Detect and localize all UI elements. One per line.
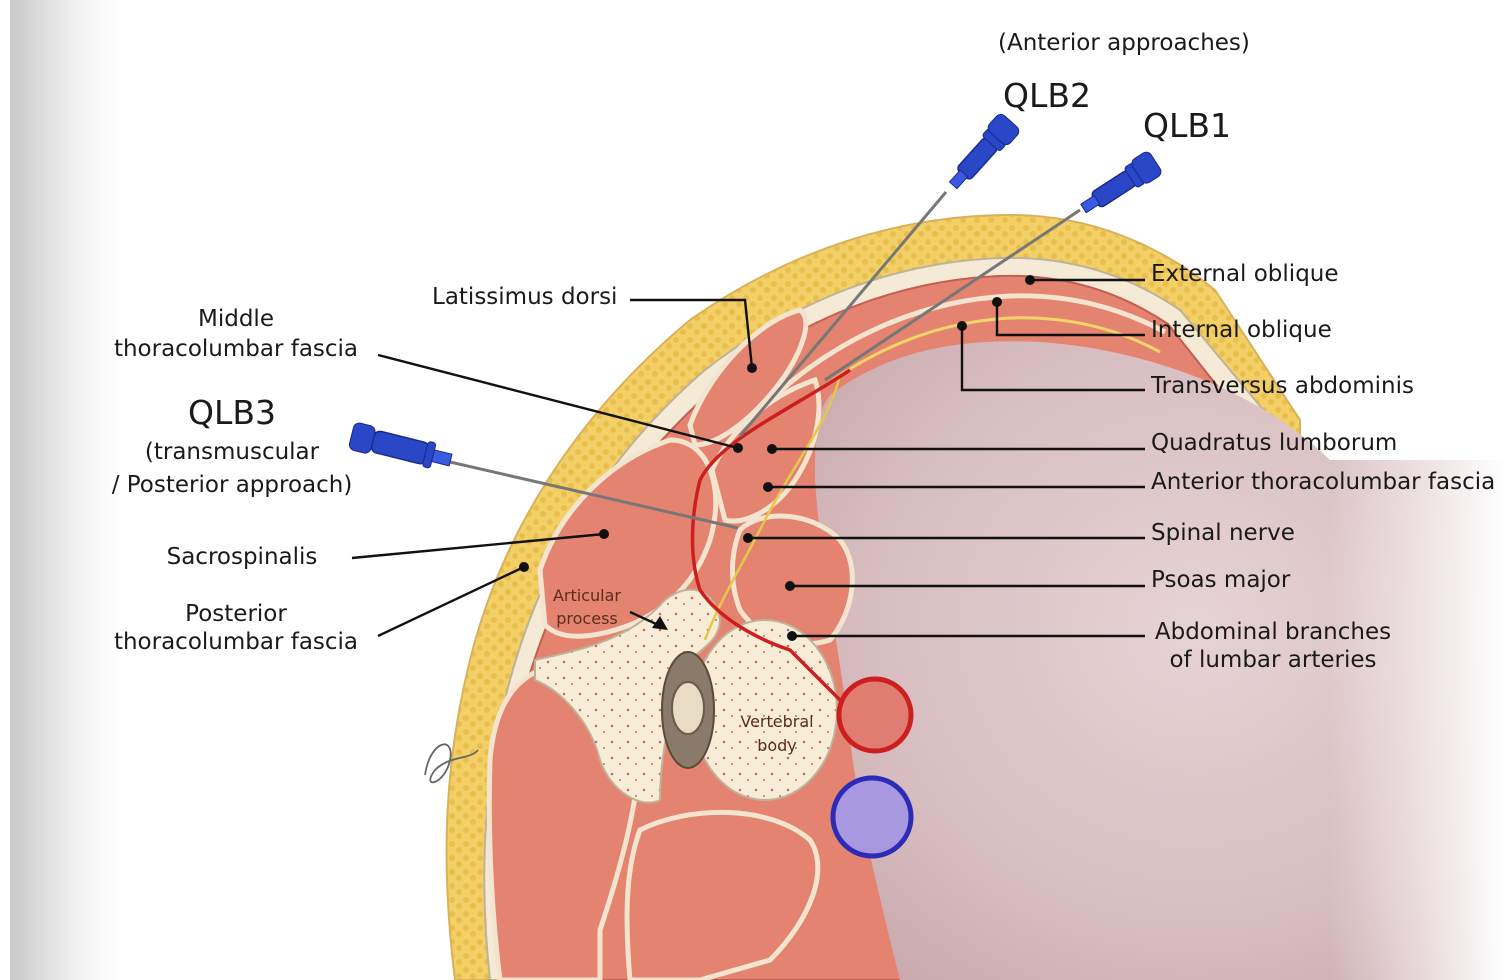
spinal-nerve-label: Spinal nerve (1151, 520, 1295, 546)
vena-cava (833, 778, 911, 856)
pointer-atlf (763, 482, 773, 492)
qlb3-label: QLB3 (188, 393, 276, 432)
anterior-approaches-note: (Anterior approaches) (998, 30, 1250, 56)
pointer-psoas (785, 581, 795, 591)
left-shading (10, 0, 120, 980)
qlb3-subtitle-line2: / Posterior approach) (112, 472, 353, 498)
latissimus-label: Latissimus dorsi (432, 284, 617, 310)
arteries-label-line2: of lumbar arteries (1169, 647, 1376, 673)
pointer-arteries (787, 631, 797, 641)
transversus-label: Transversus abdominis (1150, 373, 1414, 399)
pointer-external-oblique (1025, 275, 1035, 285)
sacrospinalis-label: Sacrospinalis (167, 544, 318, 570)
pointer-latissimus (747, 363, 757, 373)
pointer-transversus (957, 321, 967, 331)
ptlf-label-line1: Posterior (185, 601, 287, 627)
aorta (839, 679, 911, 751)
pointer-quadratus (767, 444, 777, 454)
atlf-label: Anterior thoracolumbar fascia (1151, 469, 1495, 495)
qlb3-subtitle-line1: (transmuscular (145, 439, 320, 465)
articular-label-line2: process (556, 609, 617, 628)
psoas-label: Psoas major (1151, 567, 1291, 593)
qlb1-label: QLB1 (1143, 106, 1231, 145)
pointer-spinal-nerve (743, 533, 753, 543)
mtlf-label-line1: Middle (198, 306, 274, 332)
mtlf-label-line2: thoracolumbar fascia (114, 336, 358, 362)
internal-oblique-label: Internal oblique (1151, 317, 1332, 343)
quadratus-label: Quadratus lumborum (1151, 430, 1397, 456)
vertebral-label-line1: Vertebral (740, 712, 813, 731)
external-oblique-label: External oblique (1151, 261, 1339, 287)
pointer-sacrospinalis (599, 529, 609, 539)
arteries-label-line1: Abdominal branches (1155, 619, 1391, 645)
spinal-cord (672, 682, 704, 734)
vertebral-label-line2: body (757, 736, 797, 755)
pointer-ptlf (519, 562, 529, 572)
pointer-internal-oblique (992, 297, 1002, 307)
ptlf-label-line2: thoracolumbar fascia (114, 629, 358, 655)
qlb2-label: QLB2 (1003, 76, 1091, 115)
articular-label-line1: Articular (553, 586, 621, 605)
pointer-mtlf (733, 443, 743, 453)
